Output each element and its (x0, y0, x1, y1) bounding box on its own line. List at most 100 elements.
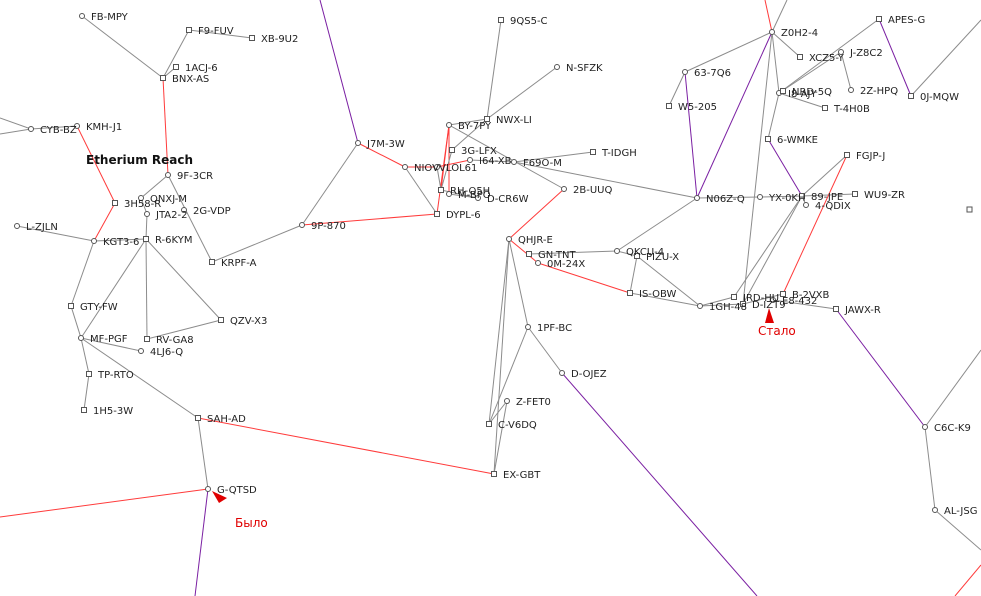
system-node-QKCU-4[interactable] (614, 248, 620, 254)
system-node-1PF-BC[interactable] (525, 324, 531, 330)
system-label-TP-RTO[interactable]: TP-RTO (97, 370, 134, 381)
system-label-DYPL-6[interactable]: DYPL-6 (446, 210, 481, 221)
system-label-J7M-3W[interactable]: J7M-3W (366, 139, 405, 150)
system-node-SAH-AD[interactable] (195, 415, 201, 421)
system-node-KMH-J1[interactable] (74, 123, 80, 129)
system-node-KRPF-A[interactable] (209, 259, 215, 265)
system-label-GTY-FW[interactable]: GTY-FW (80, 302, 118, 313)
system-node-F69O-M[interactable] (511, 159, 517, 165)
system-node-IRD-HU[interactable] (731, 294, 737, 300)
system-node-IS-OBW[interactable] (627, 290, 633, 296)
system-label-GN-TNT[interactable]: GN-TNT (538, 250, 577, 261)
system-label-RV-GA8[interactable]: RV-GA8 (156, 335, 194, 346)
system-node-CYB-BZ[interactable] (28, 126, 34, 132)
system-label-63-7Q6[interactable]: 63-7Q6 (694, 68, 731, 79)
system-label-QNXJ-M[interactable]: QNXJ-M (150, 194, 187, 205)
system-node-RV-GA8[interactable] (144, 336, 150, 342)
system-label-AL-JSG[interactable]: AL-JSG (944, 506, 977, 517)
system-node-XCZ5-Y[interactable] (797, 54, 803, 60)
system-label-XB-9U2[interactable]: XB-9U2 (261, 34, 298, 45)
system-label-F69O-M[interactable]: F69O-M (523, 158, 562, 169)
system-label-CYB-BZ[interactable]: CYB-BZ (40, 125, 77, 136)
system-label-0J-MQW[interactable]: 0J-MQW (920, 92, 959, 103)
system-label-LOL61[interactable]: LOL61 (446, 163, 477, 174)
system-node-2B-UUQ[interactable] (561, 186, 567, 192)
system-label-I8-AJY[interactable]: I8-AJY (788, 89, 817, 100)
system-node-1ACJ-6[interactable] (173, 64, 179, 70)
system-node-QZV-X3[interactable] (218, 317, 224, 323)
system-label-JTA2-2[interactable]: JTA2-2 (155, 210, 187, 221)
system-label-QZV-X3[interactable]: QZV-X3 (230, 316, 267, 327)
system-node-E8-432[interactable] (770, 297, 776, 303)
system-node-9QS5-C[interactable] (498, 17, 504, 23)
system-node-KGT3-6[interactable] (91, 238, 97, 244)
system-node-GN-TNT[interactable] (526, 251, 532, 257)
system-node-NRD-5Q[interactable] (780, 88, 786, 94)
system-label-L-ZJLN[interactable]: L-ZJLN (26, 222, 58, 233)
system-label-1ACJ-6[interactable]: 1ACJ-6 (185, 63, 218, 74)
system-node-2G-VDP[interactable] (181, 207, 187, 213)
system-label-NIOVV[interactable]: NIOVV (414, 163, 446, 174)
system-label-B-2VXB[interactable]: B-2VXB (792, 290, 830, 301)
system-label-J-Z8C2[interactable]: J-Z8C2 (849, 48, 883, 59)
system-node-63-7Q6[interactable] (682, 69, 688, 75)
system-node-EX-GBT[interactable] (491, 471, 497, 477)
system-node-NWX-LI[interactable] (484, 116, 490, 122)
system-node-RH-Q5H[interactable] (438, 187, 444, 193)
system-label-IS-OBW[interactable]: IS-OBW (639, 289, 677, 300)
system-label-C-V6DQ[interactable]: C-V6DQ (498, 420, 537, 431)
system-node-1H5-3W[interactable] (81, 407, 87, 413)
system-label-E8-432[interactable]: E8-432 (782, 296, 817, 307)
system-node-I64-XB[interactable] (467, 157, 473, 163)
system-label-G-QTSD[interactable]: G-QTSD (217, 485, 257, 496)
system-node-AL-JSG[interactable] (932, 507, 938, 513)
system-node-QNXJ-M[interactable] (138, 195, 144, 201)
system-label-BY-7PY[interactable]: BY-7PY (458, 121, 492, 132)
system-label-NRD-5Q[interactable]: NRD-5Q (792, 87, 832, 98)
system-label-JAWX-R[interactable]: JAWX-R (844, 305, 881, 316)
system-label-YX-0KH[interactable]: YX-0KH (768, 193, 806, 204)
system-node-LOL61[interactable] (434, 164, 440, 170)
system-node-C6C-K9[interactable] (922, 424, 928, 430)
system-node-M-BPO[interactable] (446, 191, 452, 197)
system-node-DYPL-6[interactable] (434, 211, 440, 217)
system-label-R-6KYM[interactable]: R-6KYM (155, 235, 192, 246)
system-label-F9-FUV[interactable]: F9-FUV (198, 26, 234, 37)
system-label-9QS5-C[interactable]: 9QS5-C (510, 16, 548, 27)
system-label-QHJR-E[interactable]: QHJR-E (518, 235, 553, 246)
system-node-T-IDGH[interactable] (590, 149, 596, 155)
system-label-4LJ6-Q[interactable]: 4LJ6-Q (150, 347, 183, 358)
system-label-IRD-HU[interactable]: IRD-HU (743, 293, 779, 304)
system-label-C6C-K9[interactable]: C6C-K9 (934, 423, 971, 434)
system-node-0J-MQW[interactable] (908, 93, 914, 99)
system-label-KGT3-6[interactable]: KGT3-6 (103, 237, 139, 248)
system-node-R-6KYM[interactable] (143, 236, 149, 242)
system-node-G-QTSD[interactable] (205, 486, 211, 492)
system-node-J-Z8C2[interactable] (838, 49, 844, 55)
system-label-0M-24X[interactable]: 0M-24X (547, 259, 585, 270)
system-label-FGJP-J[interactable]: FGJP-J (856, 151, 885, 162)
system-node-QHJR-E[interactable] (506, 236, 512, 242)
system-node-APES-G[interactable] (876, 16, 882, 22)
system-node-N-SFZK[interactable] (554, 64, 560, 70)
system-label-W5-205[interactable]: W5-205 (678, 102, 717, 113)
system-node-D-CR6W[interactable] (475, 195, 481, 201)
system-label-T-4H0B[interactable]: T-4H0B (833, 104, 870, 115)
system-label-NWX-LI[interactable]: NWX-LI (496, 115, 532, 126)
system-label-KMH-J1[interactable]: KMH-J1 (86, 122, 122, 133)
system-node-XB-9U2[interactable] (249, 35, 255, 41)
system-node-6-WMKE[interactable] (765, 136, 771, 142)
system-node-9F-3CR[interactable] (165, 172, 171, 178)
system-node-3G-LFX[interactable] (449, 147, 455, 153)
system-node-F9-FUV[interactable] (186, 27, 192, 33)
system-label-3H58-R[interactable]: 3H58-R (124, 199, 161, 210)
system-label-3G-LFX[interactable]: 3G-LFX (461, 146, 497, 157)
system-node-WU9-ZR[interactable] (852, 191, 858, 197)
system-label-EX-GBT[interactable]: EX-GBT (503, 470, 541, 481)
system-label-9P-870[interactable]: 9P-870 (311, 221, 346, 232)
system-node-2Z-HPQ[interactable] (848, 87, 854, 93)
system-label-M-BPO[interactable]: M-BPO (458, 190, 491, 201)
system-node-9P-870[interactable] (299, 222, 305, 228)
system-node-4LJ6-Q[interactable] (138, 348, 144, 354)
system-label-D-IZT9[interactable]: D-IZT9 (752, 300, 786, 311)
